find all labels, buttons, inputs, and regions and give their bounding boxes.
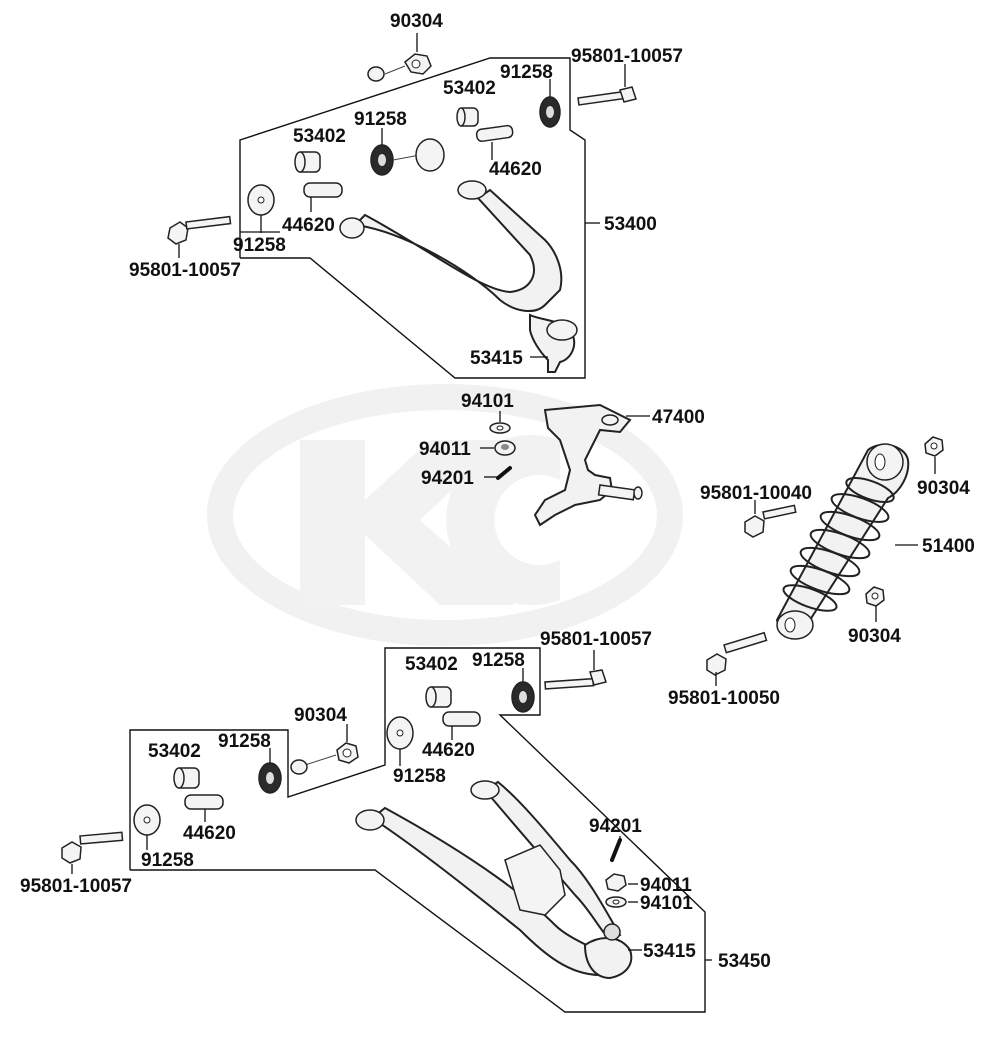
nut-90304-top-icon	[367, 33, 432, 82]
bolt-95801-10050-icon	[706, 631, 768, 686]
knuckle-47400-icon	[533, 403, 650, 527]
washer-94101-lower-icon	[605, 896, 638, 908]
label-94011-lower: 94011	[640, 875, 692, 896]
upper-arm-frame	[239, 57, 586, 379]
label-90304-shock-top: 90304	[917, 478, 970, 499]
label-91258-lower-mid: 91258	[393, 766, 446, 787]
bushing-53402-top-right-icon	[456, 107, 479, 127]
label-53402-top-left: 53402	[293, 126, 346, 147]
sleeve-44620-top-right-icon	[475, 124, 514, 160]
label-95801-10057-top-left: 95801-10057	[129, 260, 241, 281]
label-91258-top-mid: 91258	[354, 109, 407, 130]
bolt-95801-10057-lower-left-icon	[61, 831, 124, 874]
label-94101-lower: 94101	[640, 893, 693, 914]
lower-a-arm-53450-icon	[355, 780, 633, 980]
label-94201-lower: 94201	[589, 816, 642, 837]
bushing-53402-top-left-icon	[294, 151, 321, 173]
label-95801-10057-lower-left: 95801-10057	[20, 876, 132, 897]
pin-94201-lower-icon	[610, 836, 622, 862]
label-91258-lower-left: 91258	[141, 850, 194, 871]
label-53402-lower-left: 53402	[148, 741, 201, 762]
label-95801-10057-top-right: 95801-10057	[571, 46, 683, 67]
sleeve-44620-lower-left-icon	[184, 794, 224, 822]
bolt-95801-10057-top-left-icon	[167, 215, 232, 258]
nut-94011-lower-icon	[605, 873, 638, 892]
label-51400: 51400	[922, 536, 975, 557]
nut-94011-mid-icon	[480, 440, 516, 456]
arm-53400-leader	[530, 222, 600, 358]
label-94101-mid: 94101	[461, 391, 514, 412]
sleeve-44620-top-left-icon	[303, 182, 343, 212]
nut-90304-shock-top-icon	[924, 436, 944, 474]
label-94011-mid: 94011	[419, 439, 471, 460]
bushing-53402-lower-left-icon	[173, 767, 200, 789]
label-90304-top: 90304	[390, 11, 443, 32]
label-91258-top-left: 91258	[233, 235, 286, 256]
label-53402-top-right: 53402	[443, 78, 496, 99]
kymco-logo-watermark	[207, 384, 683, 646]
label-44620-top-right: 44620	[489, 159, 542, 180]
label-91258-top-right: 91258	[500, 62, 553, 83]
bushing-53402-lower-right-icon	[425, 686, 452, 708]
pin-94201-mid-icon	[484, 466, 512, 480]
label-47400: 47400	[652, 407, 705, 428]
collar-91258-top-left-icon	[247, 184, 275, 233]
bolt-95801-10057-top-right-icon	[577, 64, 637, 106]
label-53415-lower: 53415	[643, 941, 696, 962]
label-90304-shock-bottom: 90304	[848, 626, 901, 647]
label-94201-mid: 94201	[421, 468, 474, 489]
label-95801-10050: 95801-10050	[668, 688, 780, 709]
label-44620-lower-right: 44620	[422, 740, 475, 761]
part-labels: 90304 95801-10057 91258 53402 91258 5340…	[20, 11, 975, 972]
washer-94101-mid-icon	[489, 411, 511, 434]
nut-90304-lower-icon	[290, 724, 359, 775]
label-91258-lower-inner: 91258	[218, 731, 271, 752]
upper-a-arm-53400-icon	[339, 180, 578, 373]
collar-91258-lower-inner-icon	[258, 748, 282, 794]
label-53400: 53400	[604, 214, 657, 235]
collar-91258-lower-mid-icon	[386, 716, 414, 766]
label-91258-lower-right: 91258	[472, 650, 525, 671]
label-53402-lower-right: 53402	[405, 654, 458, 675]
collar-91258-top-right-icon	[539, 79, 561, 128]
label-95801-10057-lower-right: 95801-10057	[540, 629, 652, 650]
shock-51400-icon	[775, 443, 918, 640]
label-95801-10040: 95801-10040	[700, 483, 812, 504]
collar-91258-top-mid-icon	[370, 128, 445, 176]
bolt-95801-10057-lower-right-icon	[544, 650, 607, 690]
label-53450: 53450	[718, 951, 771, 972]
label-44620-lower-left: 44620	[183, 823, 236, 844]
label-90304-lower: 90304	[294, 705, 347, 726]
lower-arm-frame	[129, 647, 712, 1013]
collar-91258-lower-left-icon	[133, 804, 161, 850]
bolt-95801-10040-icon	[744, 500, 797, 538]
collar-91258-lower-right-icon	[511, 668, 535, 713]
sleeve-44620-lower-right-icon	[442, 711, 481, 740]
label-44620-top-left: 44620	[282, 215, 335, 236]
nut-90304-shock-bottom-icon	[865, 586, 885, 622]
label-53415-top: 53415	[470, 348, 523, 369]
